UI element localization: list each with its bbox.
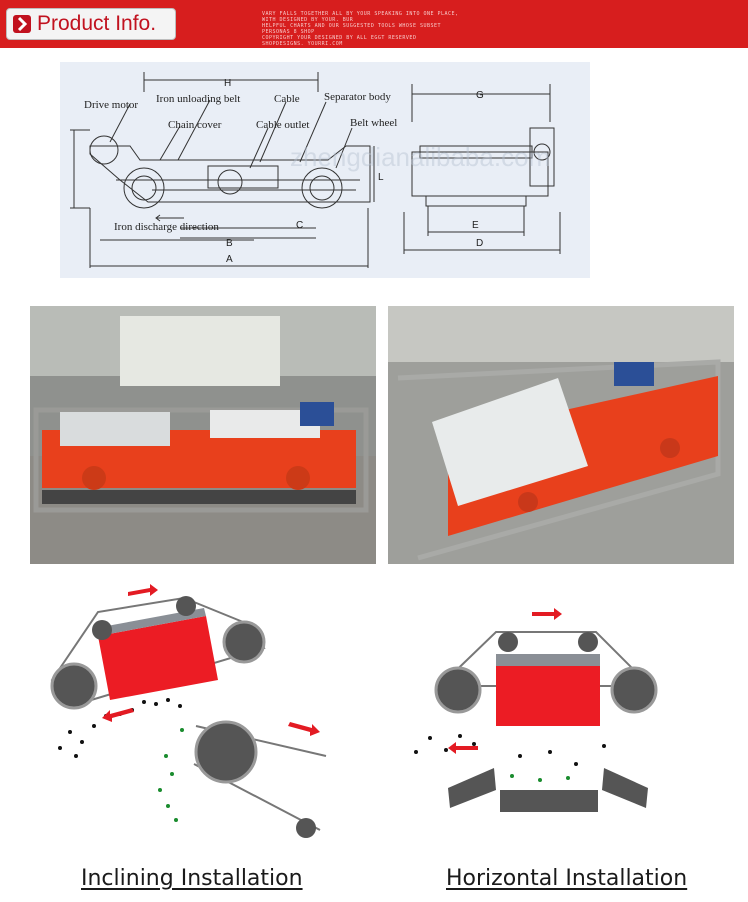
label-iron-unloading-belt: Iron unloading belt [156,93,240,105]
diagram-watermark: zhengdianalibaba.com [290,142,550,172]
section-title: Product Info. [37,12,157,35]
dimension-diagram: Drive motor Iron unloading belt Cable Se… [60,62,590,278]
schematic-horizontal [400,576,700,850]
fine-print-line: SHOPDESIGNS. YOURRI.COM [262,41,343,47]
dim-a: A [226,254,233,265]
dim-g: G [476,90,484,101]
label-cable: Cable [274,93,300,105]
machine-photo-front [30,306,376,564]
dim-c: C [296,220,303,231]
schematic-inclining [40,576,340,850]
label-cable-outlet: Cable outlet [256,119,309,131]
fine-print-line: HELPFUL CHARTS AND OUR SUGGESTED TOOLS W… [262,23,442,35]
dim-b: B [226,238,233,249]
label-drive-motor: Drive motor [84,99,138,111]
label-iron-discharge-direction: Iron discharge direction [114,221,219,233]
dim-l: L [378,172,384,183]
label-chain-cover: Chain cover [168,119,222,131]
fine-print-line: VARY FALLS TOGETHER ALL BY YOUR SPEAKING… [262,11,459,23]
product-info-badge: Product Info. [6,8,176,40]
machine-photo-angle [388,306,734,564]
label-belt-wheel: Belt wheel [350,117,397,129]
chevron-right-icon [13,15,31,33]
label-separator-body: Separator body [324,91,391,103]
header-bar: Product Info. VARY FALLS TOGETHER ALL BY… [0,0,748,48]
caption-horizontal-installation: Horizontal Installation [446,866,688,891]
dim-e: E [472,220,479,231]
dim-h: H [224,78,231,89]
fine-print-line: COPYRIGHT YOUR DESIGNED BY ALL EGGT RESE… [262,35,417,41]
caption-inclining-installation: Inclining Installation [81,866,303,891]
dim-d: D [476,238,483,249]
fine-print: VARY FALLS TOGETHER ALL BY YOUR SPEAKING… [262,11,462,47]
